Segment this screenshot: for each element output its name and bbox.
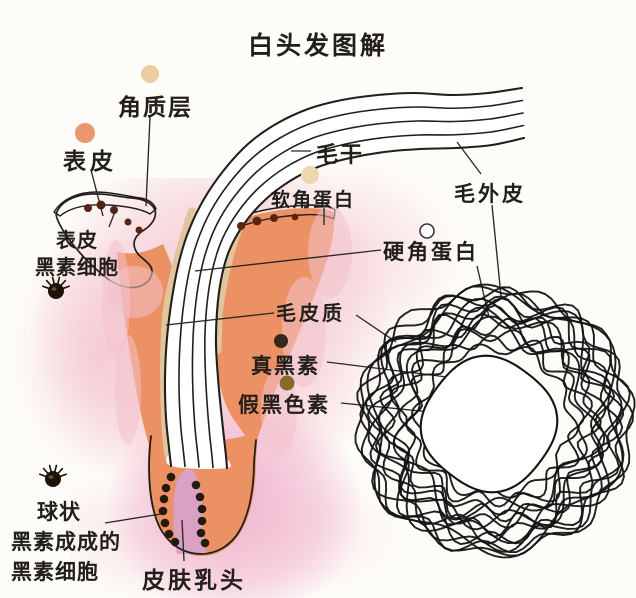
leader-cortex-left: [165, 312, 275, 326]
leader-stratum-corneum: [145, 116, 151, 207]
bulb-melanocyte-dot: [158, 506, 168, 516]
bulb-melanocyte-dot: [191, 480, 201, 490]
bulb-melanocyte-dot: [195, 492, 205, 502]
label-epidermis: 表皮: [63, 148, 117, 175]
mesh-ring: [367, 297, 623, 545]
inner-cortex-circle: [419, 354, 559, 494]
label-bulb-melanocytes-line2: 黑素成成的: [11, 529, 121, 554]
pale-dot: [301, 166, 319, 184]
label-bulb-melanocytes: 球状 黑素成成的 黑素细胞: [11, 497, 121, 587]
follicle-right-wall: [217, 208, 335, 448]
label-epidermal-melanocytes: 表皮 黑素细胞: [28, 227, 126, 281]
bulb-melanocyte-dot: [166, 472, 176, 482]
label-hair-cuticle: 毛外皮: [454, 181, 526, 206]
bulb-outline: [148, 435, 257, 555]
junction-melanocyte-dot: [237, 222, 245, 230]
bulb-melanocyte-dot: [164, 529, 174, 539]
white-circle-marker: [419, 223, 435, 239]
mesh-ring: [383, 313, 607, 529]
eumelanin-granule-dot: [274, 334, 288, 348]
leader-cuticle-down: [491, 204, 502, 297]
label-soft-keratin: 软角蛋白: [271, 189, 356, 211]
pheomelanin-granule-dot: [279, 375, 295, 391]
junction-melanocyte-dot: [110, 206, 118, 214]
label-epidermal-melanocytes-line1: 表皮: [56, 228, 98, 252]
label-hard-keratin: 硬角蛋白: [383, 239, 479, 264]
label-bulb-melanocytes-line1: 球状: [37, 499, 81, 524]
edge-softening: [102, 206, 352, 457]
junction-melanocyte-dot: [291, 213, 299, 221]
label-hair-cortex: 毛皮质: [276, 301, 345, 325]
epidermis-left-blob: [55, 192, 157, 289]
pale-dot: [141, 65, 159, 83]
label-eumelanin: 真黑素: [251, 353, 320, 378]
mesh-ring: [378, 306, 612, 531]
melanin-dots: [39, 65, 435, 548]
page-title: 白头发图解: [247, 31, 388, 60]
bulb-melanocyte-dot: [197, 504, 207, 514]
melanocyte-cell-icon: [39, 464, 67, 487]
bulb-melanocyte-dot: [159, 494, 169, 504]
label-hair-shaft: 毛干: [316, 142, 365, 168]
label-epidermal-melanocytes-line2: 黑素细胞: [35, 255, 119, 279]
label-bulb-melanocytes-line3: 黑素细胞: [11, 559, 99, 584]
bulb-melanocyte-dot: [160, 518, 170, 528]
junction-melanocyte-dot: [124, 218, 132, 226]
bulb-melanocyte-dot: [200, 538, 210, 548]
melanocyte-cell-icon: [42, 276, 70, 299]
label-pheomelanin: 假黑色素: [238, 392, 330, 417]
mesh-ring: [356, 286, 634, 554]
label-stratum-corneum: 角质层: [118, 94, 193, 121]
leader-dermal-papilla: [181, 519, 185, 562]
junction-melanocyte-dot: [252, 216, 262, 226]
junction-melanocyte-dot: [96, 200, 106, 210]
leader-cortex-right: [355, 314, 397, 343]
junction-melanocyte-dot: [84, 204, 92, 212]
leader-cuticle-up: [456, 141, 482, 175]
mesh-ring: [398, 328, 593, 516]
label-dermal-papilla: 皮肤乳头: [142, 567, 246, 594]
bulb-melanocyte-dot: [197, 516, 207, 526]
leader-lines: [90, 116, 502, 562]
leader-hard-keratin-left: [194, 249, 382, 272]
cream-strip-left: [160, 207, 197, 463]
hair-cross-section-mesh: [354, 283, 636, 559]
bulb-melanocyte-dot: [170, 537, 180, 547]
leader-epidermal-melanocytes: [108, 208, 117, 228]
junction-melanocyte-dot: [135, 226, 143, 234]
pale-dot: [75, 123, 95, 143]
leader-epidermis: [90, 169, 104, 217]
junction-melanocyte-dot: [270, 214, 278, 222]
bulb-melanocyte-dot: [161, 483, 171, 493]
leader-bulb-melanocytes: [104, 513, 162, 524]
bulb-melanocyte-dot: [196, 528, 206, 538]
